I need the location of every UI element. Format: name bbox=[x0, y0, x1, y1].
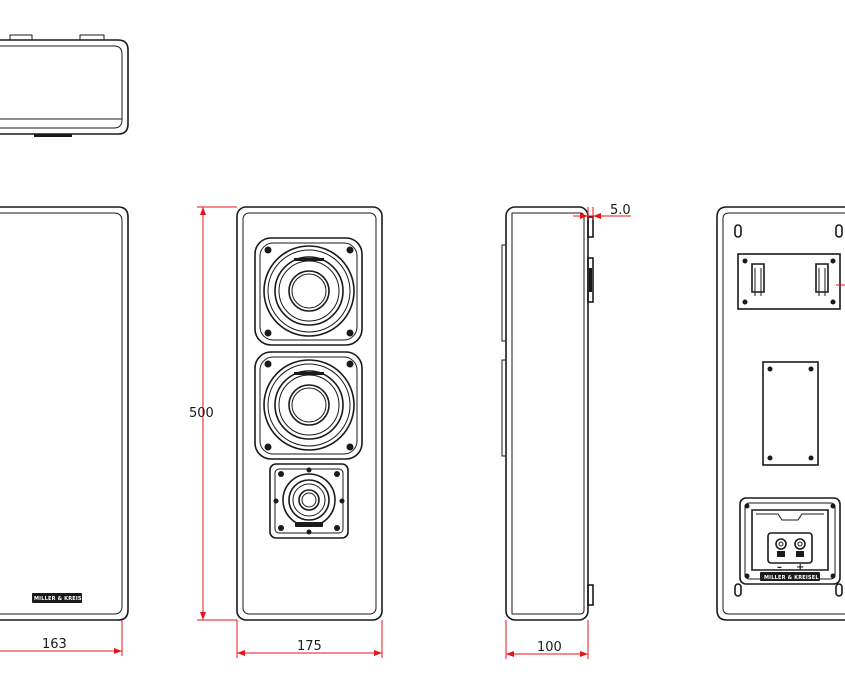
wall-bracket bbox=[737, 253, 845, 310]
dim-label-100: 100 bbox=[537, 640, 562, 655]
terminal-minus-label: – bbox=[777, 562, 782, 573]
terminal-plus-label: + bbox=[796, 562, 804, 573]
woofer-lower bbox=[254, 351, 363, 460]
grille-view: MILLER & KREISEL 163 bbox=[0, 206, 129, 656]
rear-logo-badge bbox=[760, 572, 820, 581]
rear-view: – + MILLER & KREISEL bbox=[716, 206, 845, 621]
front-view: 500 175 bbox=[189, 206, 383, 658]
label-plate bbox=[762, 361, 819, 466]
woofer-upper bbox=[254, 237, 363, 346]
dim-label-5: 5.0 bbox=[610, 203, 631, 218]
dim-label-500: 500 bbox=[189, 406, 214, 421]
rear-logo-text: MILLER & KREISEL bbox=[764, 575, 819, 581]
grille-logo-text: MILLER & KREISEL bbox=[34, 596, 89, 602]
terminal-cup: – + MILLER & KREISEL bbox=[739, 497, 841, 585]
top-view bbox=[0, 34, 129, 137]
grille-logo-badge bbox=[32, 593, 82, 603]
dim-label-163: 163 bbox=[42, 637, 67, 652]
dim-label-175: 175 bbox=[297, 639, 322, 654]
side-view: 5.0 100 bbox=[501, 203, 631, 659]
tweeter bbox=[269, 463, 349, 539]
